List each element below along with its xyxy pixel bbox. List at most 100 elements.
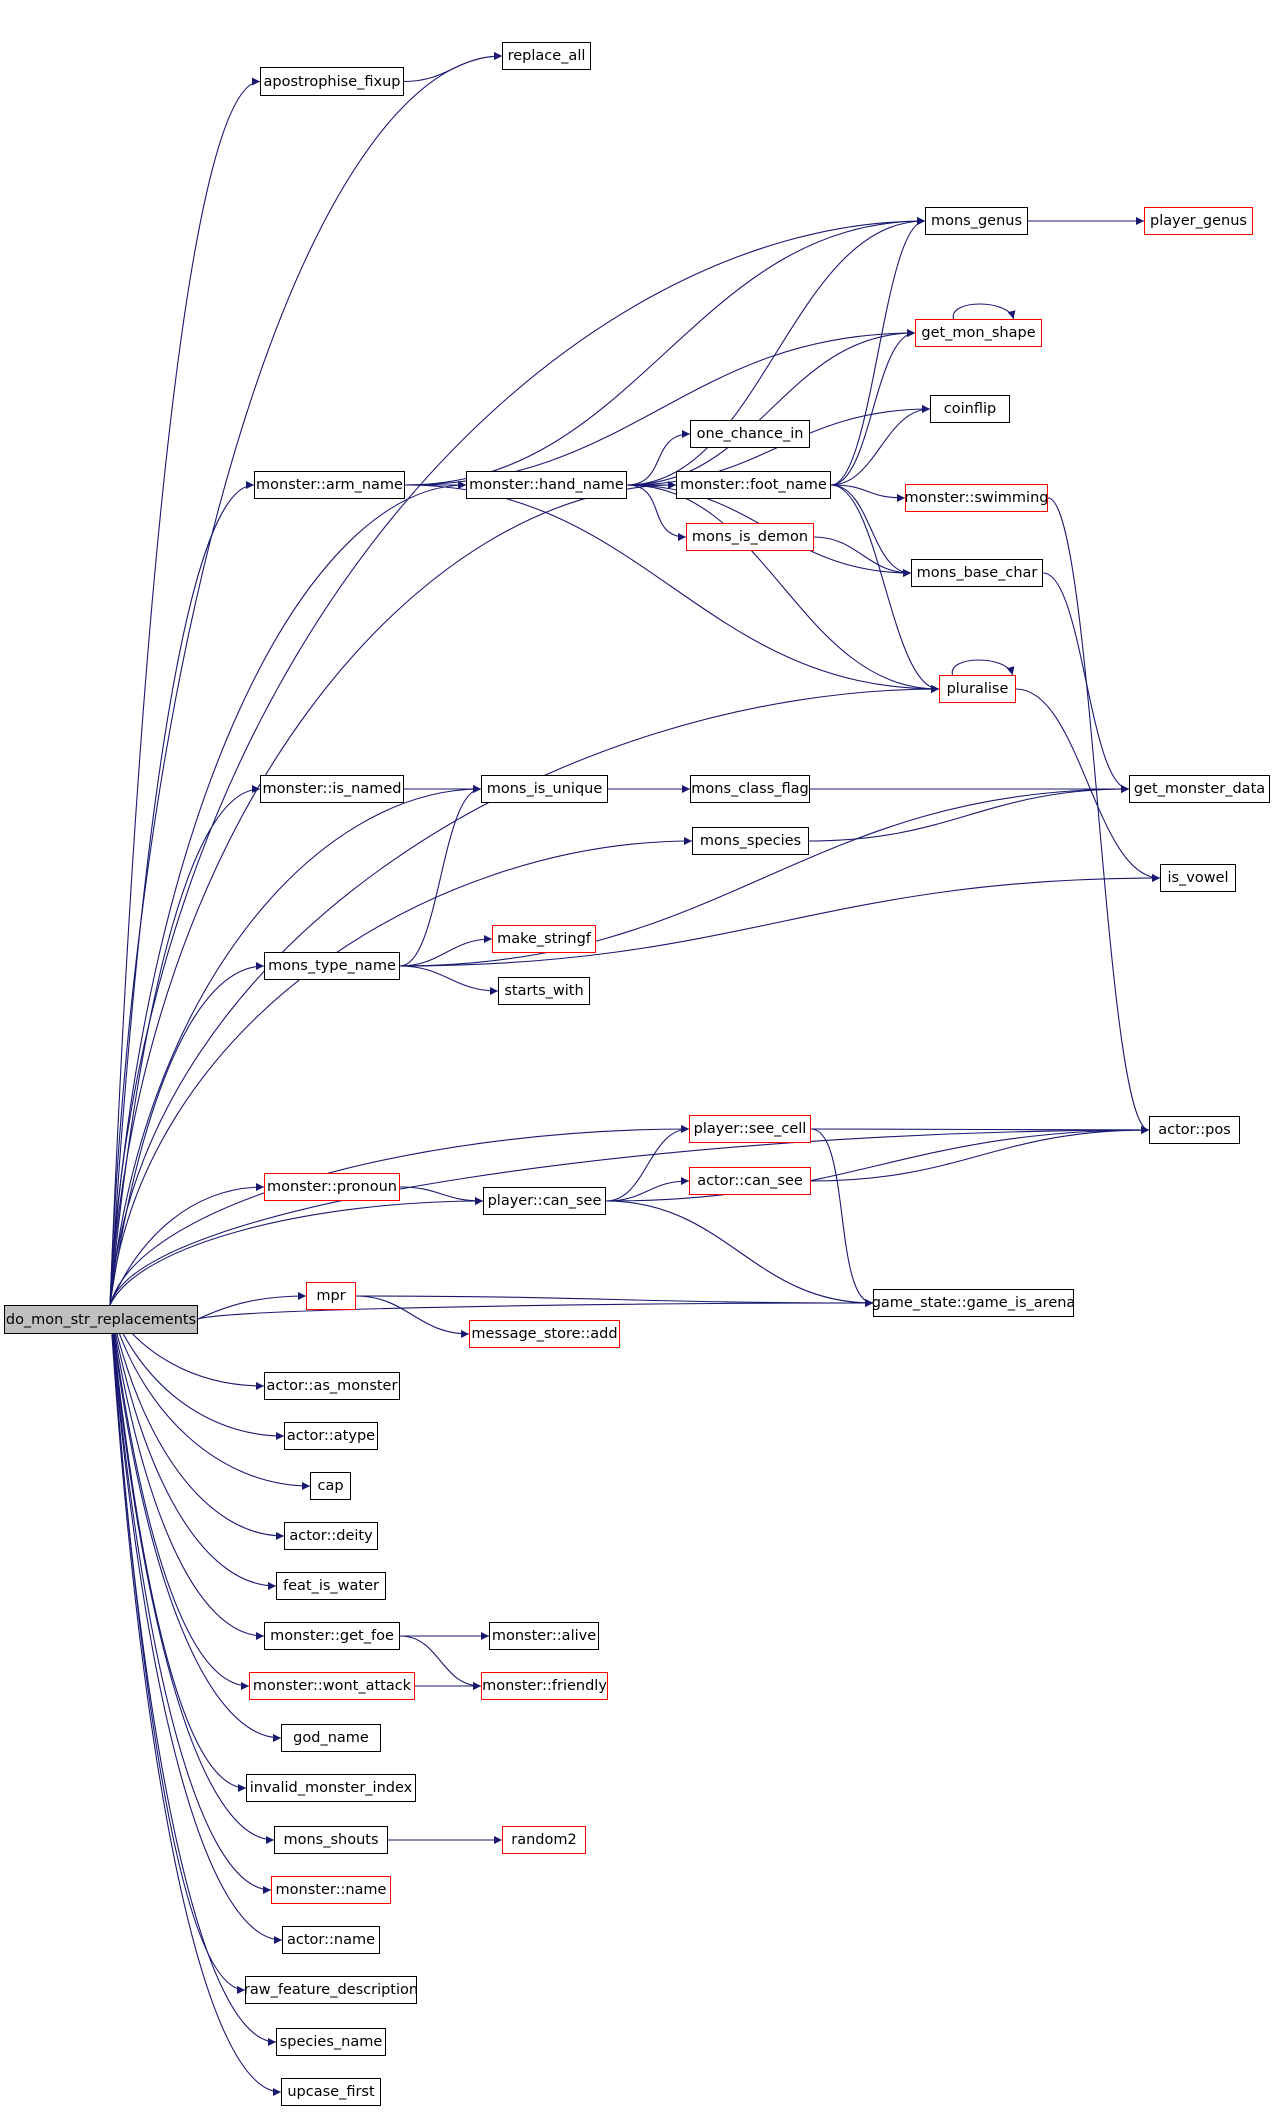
node-deity[interactable]: actor::deity (284, 1522, 378, 1550)
edge-can-see-to-actor-pos (605, 1126, 1150, 1202)
node-random2[interactable]: random2 (502, 1826, 586, 1854)
node-mons-class-flag[interactable]: mons_class_flag (690, 775, 810, 803)
edge-arm-name-to-mons-genus (404, 217, 926, 486)
edge-foot-name-to-coinflip (830, 405, 931, 486)
node-get-mon-shape[interactable]: get_mon_shape (915, 319, 1042, 347)
edge-pluralise-to-pluralise (951, 659, 1015, 676)
edge-mpr-to-msg-add (355, 1295, 470, 1338)
edge-root-to-hand-name (109, 481, 467, 1306)
edge-root-to-invalid-monster-index (109, 1304, 247, 1792)
node-god-name[interactable]: god_name (281, 1724, 381, 1752)
edge-hand-name-to-mons-genus (626, 217, 926, 486)
edge-root-to-god-name (109, 1304, 282, 1742)
node-wont-attack[interactable]: monster::wont_attack (249, 1672, 415, 1700)
edge-can-see-to-game-is-arena (605, 1200, 874, 1307)
edge-root-to-actor-name (109, 1304, 283, 1944)
node-replace-all[interactable]: replace_all (502, 42, 591, 70)
node-msg-add[interactable]: message_store::add (469, 1320, 620, 1348)
edge-root-to-foot-name (109, 481, 677, 1306)
edge-root-to-arm-name (109, 481, 255, 1306)
node-alive[interactable]: monster::alive (489, 1622, 599, 1650)
node-mons-species[interactable]: mons_species (692, 827, 809, 855)
node-upcase-first[interactable]: upcase_first (281, 2078, 381, 2106)
edge-root-to-game-is-arena (197, 1299, 874, 1320)
edge-mons-type-name-to-make-stringf (399, 935, 493, 967)
edge-arm-name-to-pluralise (404, 484, 940, 693)
node-apostrophise-fixup[interactable]: apostrophise_fixup (260, 67, 404, 96)
node-pluralise[interactable]: pluralise (939, 675, 1016, 703)
node-make-stringf[interactable]: make_stringf (492, 925, 596, 953)
edge-foot-name-to-pluralise (830, 484, 940, 693)
node-mons-type-name[interactable]: mons_type_name (264, 952, 400, 980)
node-mons-base-char[interactable]: mons_base_char (911, 559, 1043, 587)
node-get-monster-data[interactable]: get_monster_data (1129, 775, 1270, 803)
node-actor-can-see[interactable]: actor::can_see (689, 1167, 811, 1195)
edge-actor-can-see-to-actor-pos (810, 1126, 1150, 1182)
node-as-monster[interactable]: actor::as_monster (264, 1372, 400, 1400)
node-invalid-monster-index[interactable]: invalid_monster_index (246, 1774, 416, 1802)
node-starts-with[interactable]: starts_with (498, 977, 590, 1005)
node-swimming[interactable]: monster::swimming (905, 484, 1048, 512)
edge-root-to-feat-is-water (109, 1304, 277, 1590)
edge-root-to-replace-all (109, 52, 503, 1306)
edge-root-to-species-name (109, 1304, 277, 2046)
node-raw-feature-description[interactable]: raw_feature_description (244, 1976, 418, 2004)
node-monster-name[interactable]: monster::name (271, 1876, 391, 1904)
edge-mons-type-name-to-is-vowel (399, 874, 1161, 967)
node-actor-name[interactable]: actor::name (282, 1926, 380, 1954)
edge-root-to-see-cell (109, 1125, 690, 1306)
edge-foot-name-to-mons-base-char (830, 484, 912, 577)
node-foot-name[interactable]: monster::foot_name (676, 471, 831, 499)
node-mons-is-unique[interactable]: mons_is_unique (481, 775, 608, 803)
edge-root-to-upcase-first (109, 1304, 282, 2096)
edge-pronoun-to-can-see (399, 1186, 484, 1205)
node-get-foe[interactable]: monster::get_foe (264, 1622, 400, 1650)
edge-root-to-is-named (109, 785, 261, 1306)
node-root[interactable]: do_mon_str_replacements (4, 1305, 198, 1334)
edge-root-to-deity (109, 1304, 285, 1540)
node-mons-shouts[interactable]: mons_shouts (274, 1826, 388, 1854)
edge-root-to-apostrophise-fixup (109, 77, 261, 1306)
edge-foot-name-to-mons-genus (830, 217, 926, 486)
edge-hand-name-to-one-chance-in (626, 430, 691, 486)
node-player-genus[interactable]: player_genus (1144, 207, 1253, 235)
node-can-see[interactable]: player::can_see (483, 1187, 606, 1215)
edge-root-to-can-see (109, 1197, 484, 1306)
node-friendly[interactable]: monster::friendly (481, 1672, 608, 1700)
node-see-cell[interactable]: player::see_cell (689, 1115, 811, 1143)
edge-pluralise-to-is-vowel (1015, 688, 1161, 882)
edge-root-to-mpr (197, 1292, 307, 1320)
edge-root-to-get-foe (109, 1304, 265, 1640)
node-is-named[interactable]: monster::is_named (260, 775, 404, 803)
node-feat-is-water[interactable]: feat_is_water (276, 1572, 386, 1600)
node-mons-genus[interactable]: mons_genus (925, 207, 1028, 235)
edge-get-foe-to-friendly (399, 1635, 482, 1690)
node-arm-name[interactable]: monster::arm_name (254, 471, 405, 499)
node-coinflip[interactable]: coinflip (930, 395, 1010, 423)
edge-root-to-actor-pos (109, 1126, 1150, 1306)
node-species-name[interactable]: species_name (276, 2028, 386, 2056)
node-mpr[interactable]: mpr (306, 1282, 356, 1310)
node-actor-pos[interactable]: actor::pos (1149, 1116, 1240, 1144)
edge-mons-is-demon-to-mons-base-char (813, 536, 912, 577)
edge-can-see-to-see-cell (605, 1125, 690, 1202)
node-one-chance-in[interactable]: one_chance_in (690, 420, 810, 448)
node-is-vowel[interactable]: is_vowel (1160, 864, 1236, 892)
edge-can-see-to-actor-can-see (605, 1177, 690, 1202)
edge-mons-type-name-to-mons-is-unique (399, 785, 482, 967)
node-cap[interactable]: cap (310, 1472, 351, 1500)
edge-swimming-to-actor-pos (1047, 497, 1150, 1134)
node-game-is-arena[interactable]: game_state::game_is_arena (872, 1289, 1075, 1317)
edge-mons-type-name-to-get-monster-data (399, 785, 1130, 967)
edge-apostrophise-fixup-to-replace-all (403, 52, 503, 83)
edge-see-cell-to-game-is-arena (810, 1128, 874, 1307)
edge-get-mon-shape-to-get-mon-shape (952, 303, 1016, 320)
node-hand-name[interactable]: monster::hand_name (466, 471, 627, 499)
node-pronoun[interactable]: monster::pronoun (264, 1173, 400, 1201)
node-atype[interactable]: actor::atype (284, 1422, 378, 1450)
edge-root-to-mons-is-unique (109, 785, 482, 1306)
node-mons-is-demon[interactable]: mons_is_demon (686, 523, 814, 551)
edge-mpr-to-game-is-arena (355, 1295, 874, 1307)
edge-foot-name-to-get-mon-shape (830, 329, 916, 486)
